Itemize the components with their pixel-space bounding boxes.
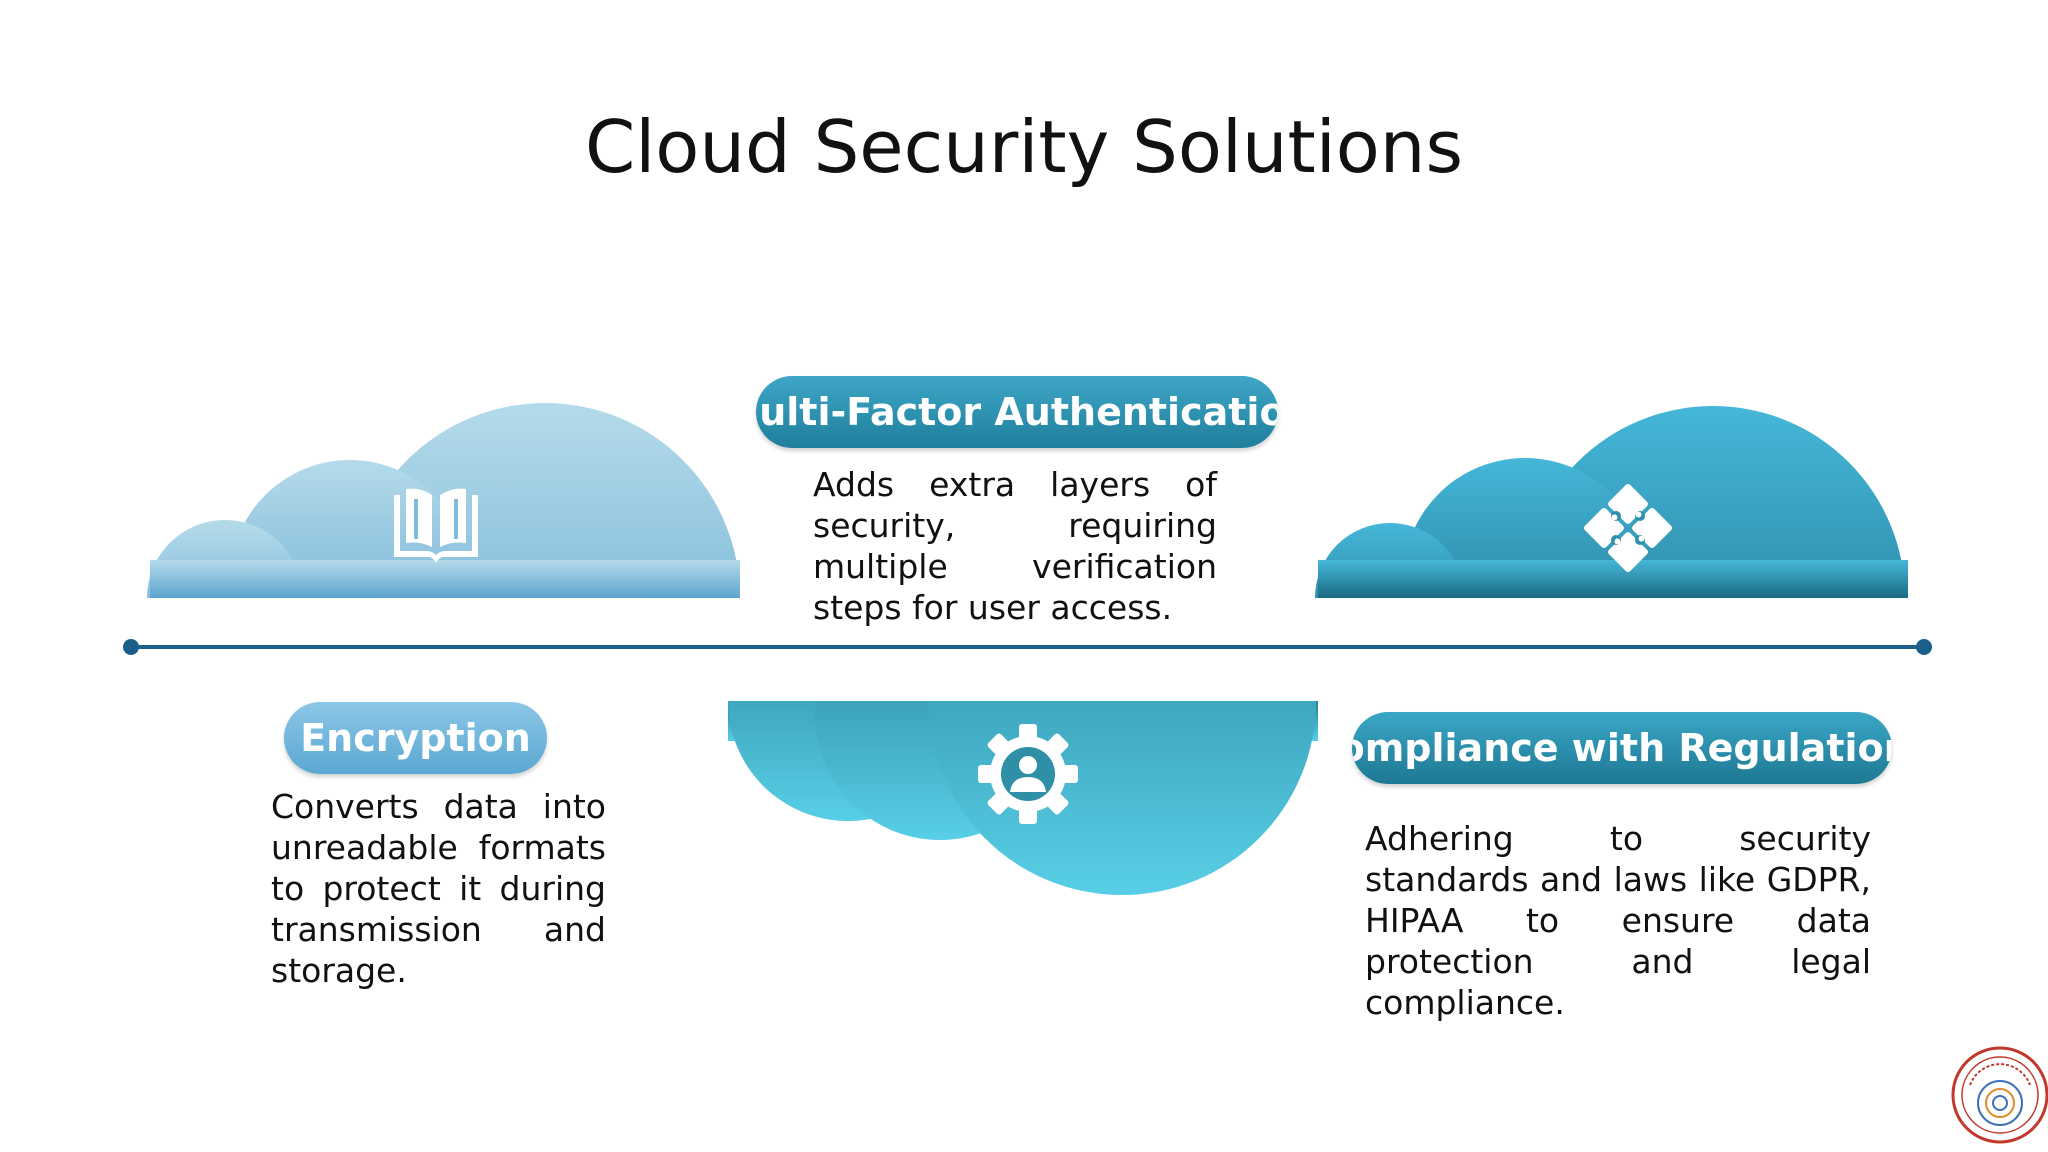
university-seal-icon	[1951, 1046, 2048, 1144]
heading-compliance: Compliance with Regulations	[1352, 726, 1892, 770]
description-encryption: Converts data into unreadable formats to…	[271, 787, 606, 990]
description-mfa: Adds extra layers of security, requiring…	[813, 465, 1217, 627]
slide-title: Cloud Security Solutions	[585, 105, 1463, 189]
timeline-end-dot	[1916, 639, 1932, 655]
description-compliance: Adhering to security standards and laws …	[1365, 819, 1871, 1022]
heading-pill-mfa: Multi-Factor Authentication	[756, 376, 1278, 448]
timeline-start-dot	[123, 639, 139, 655]
heading-encryption: Encryption	[300, 716, 531, 760]
heading-pill-compliance: Compliance with Regulations	[1352, 712, 1892, 784]
gear-user-icon	[978, 724, 1078, 824]
cloud-middle	[728, 701, 1318, 895]
puzzle-icon	[1583, 483, 1673, 573]
book-icon	[394, 488, 478, 563]
heading-mfa: Multi-Factor Authentication	[756, 390, 1278, 434]
heading-pill-encryption: Encryption	[284, 702, 547, 774]
